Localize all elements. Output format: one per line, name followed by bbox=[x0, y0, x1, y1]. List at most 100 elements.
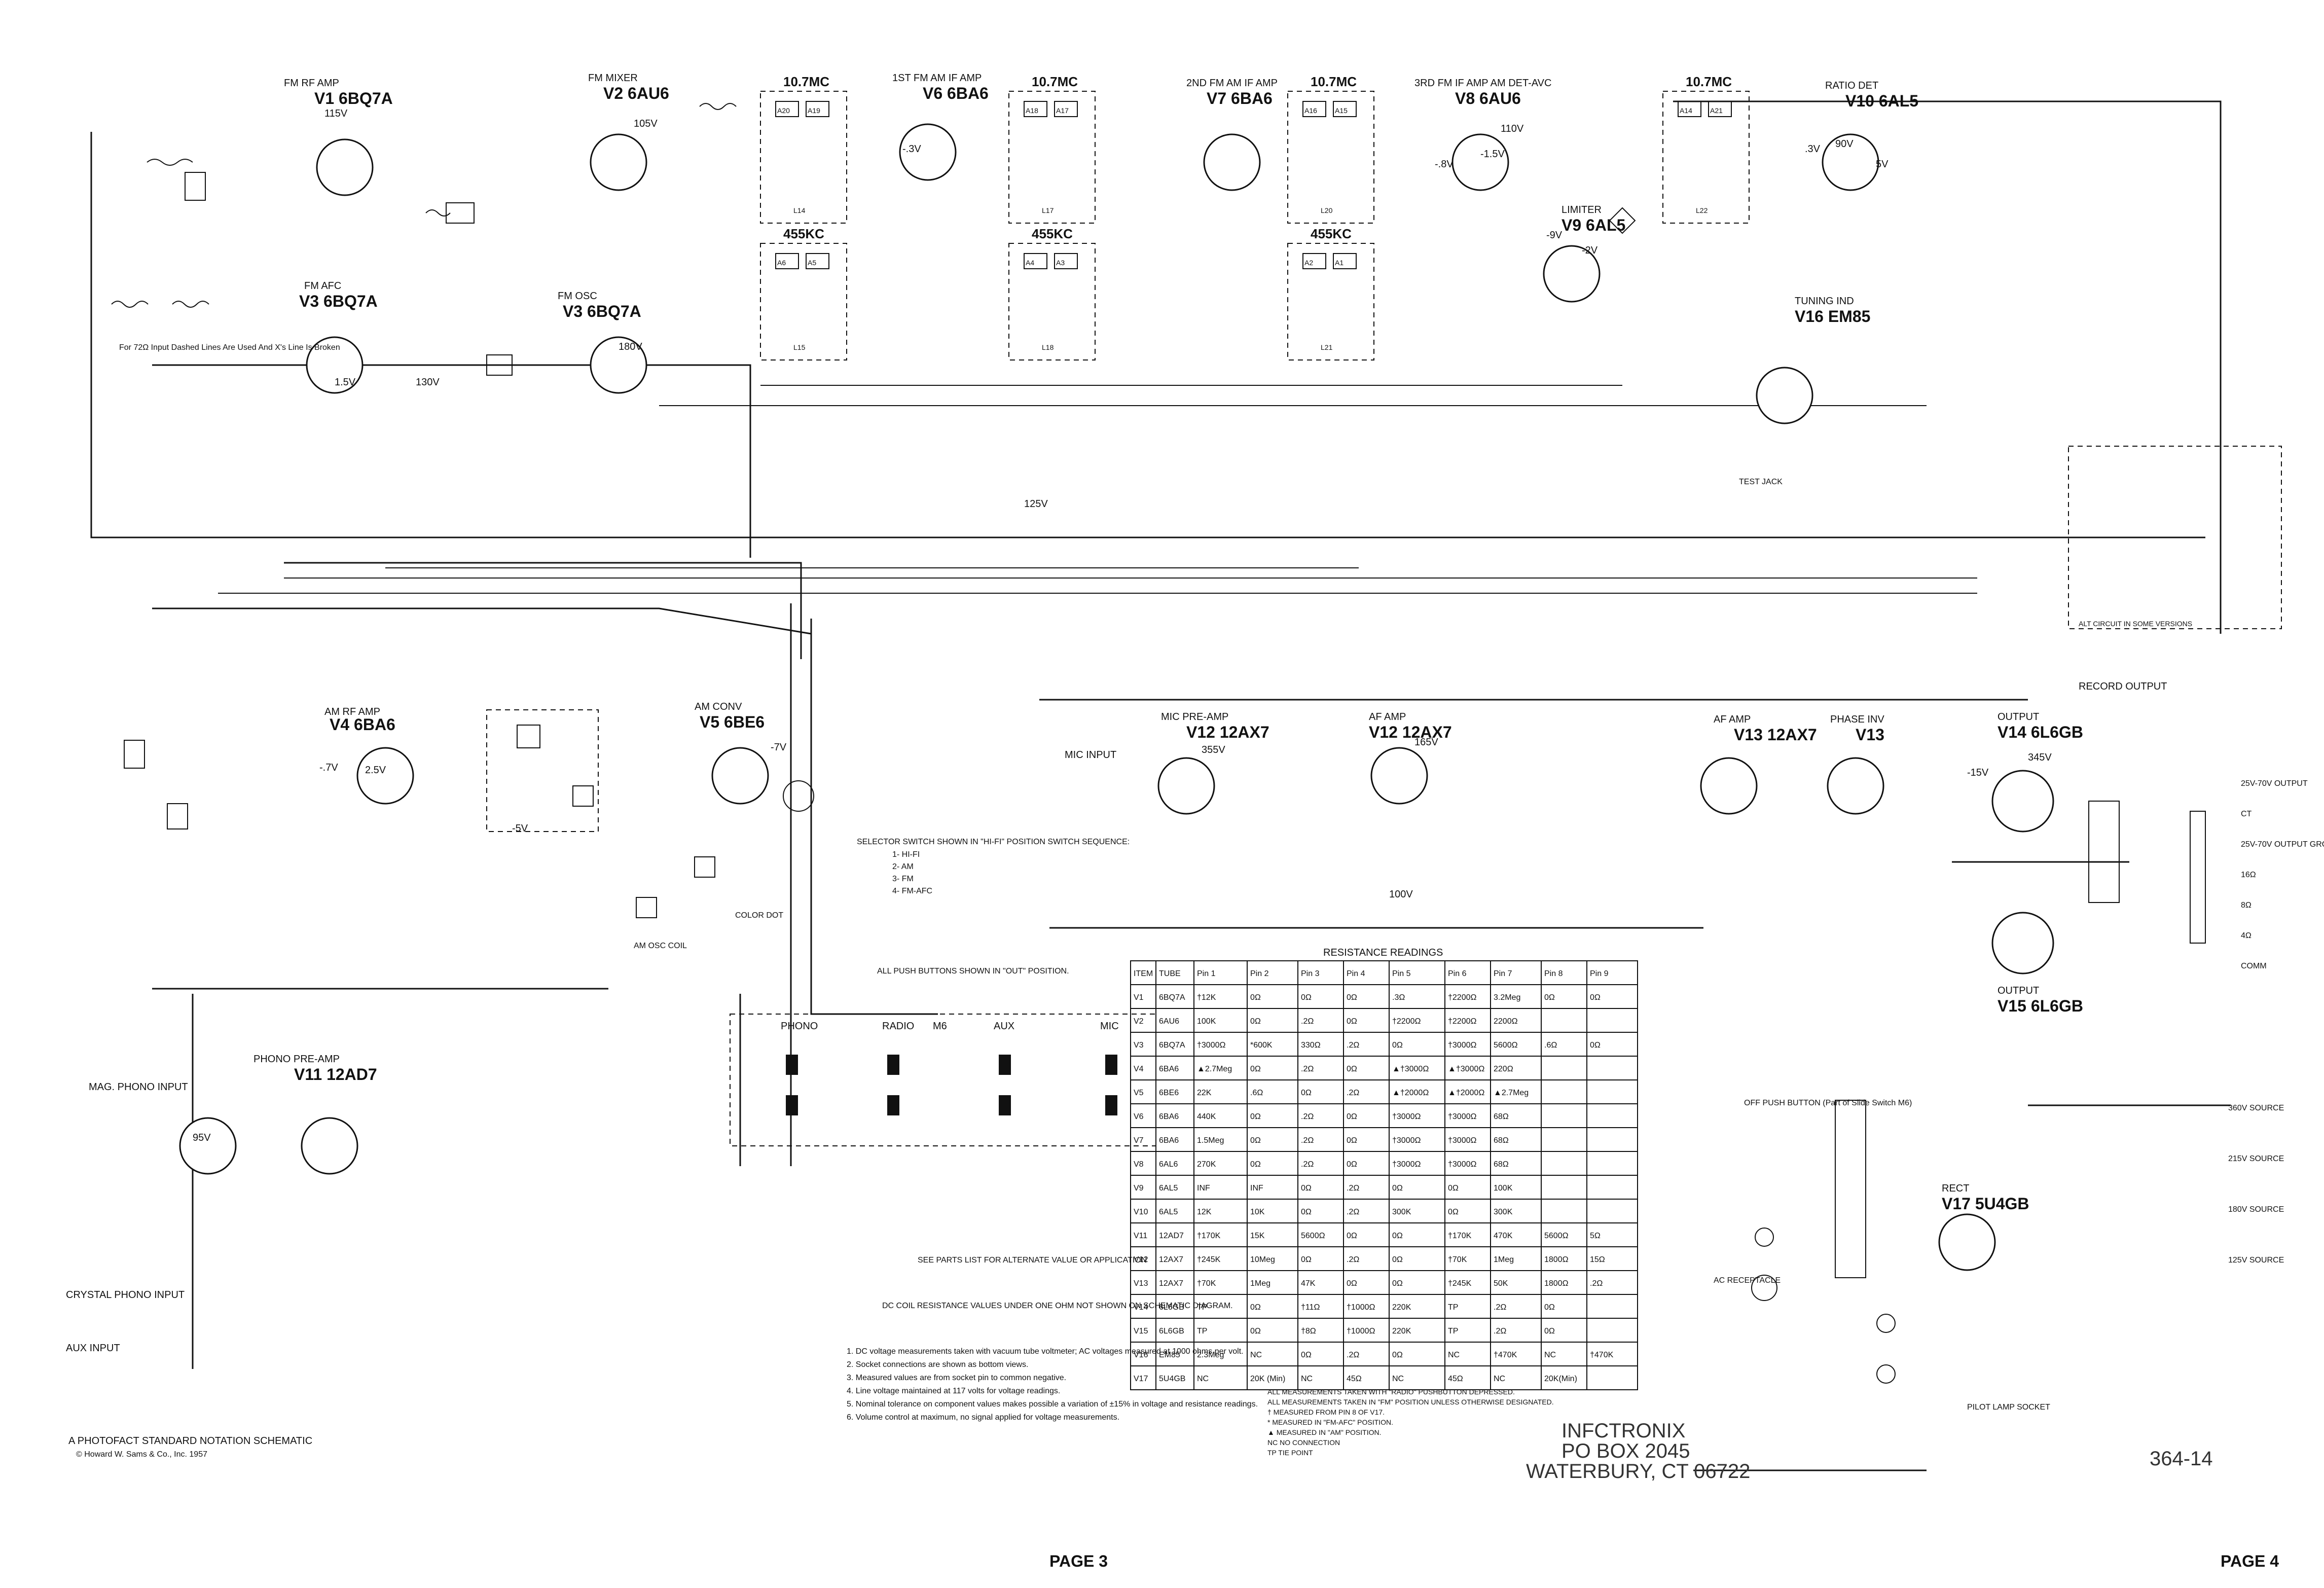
antenna-note: For 72Ω Input Dashed Lines Are Used And … bbox=[119, 343, 340, 352]
coil-l1 bbox=[111, 301, 149, 308]
table-header-cell: Pin 2 bbox=[1250, 969, 1269, 978]
stage-title: MIC PRE-AMP bbox=[1161, 711, 1228, 723]
voltage-label: 180V bbox=[619, 341, 642, 352]
if-can-outline bbox=[760, 91, 847, 224]
table-header-cell: Pin 5 bbox=[1392, 969, 1411, 978]
table-cell: TP bbox=[1448, 1303, 1458, 1312]
if-trimmer bbox=[1708, 101, 1732, 117]
input-label: MIC INPUT bbox=[1065, 749, 1116, 761]
if-trimmer bbox=[806, 253, 829, 269]
table-cell: 300K bbox=[1392, 1208, 1411, 1216]
tube-v5-am-conv bbox=[711, 747, 769, 805]
table-cell: †2200Ω bbox=[1392, 1017, 1421, 1026]
table-cell: 2200Ω bbox=[1494, 1017, 1518, 1026]
tube-v8-3rd-if bbox=[1451, 133, 1509, 191]
table-cell: 0Ω bbox=[1347, 993, 1357, 1002]
voltage-label: -9V bbox=[1546, 230, 1563, 241]
voltage-label: -15V bbox=[1967, 767, 1989, 778]
table-cell: 0Ω bbox=[1448, 1184, 1459, 1193]
stage-tube: V12 12AX7 bbox=[1369, 723, 1452, 741]
table-cell: †470K bbox=[1494, 1351, 1517, 1359]
if-can-freq: 10.7MC bbox=[783, 74, 829, 89]
tube-v17-rectifier bbox=[1938, 1213, 1996, 1271]
table-cell: †170K bbox=[1448, 1232, 1472, 1240]
fm-rf-section bbox=[111, 103, 737, 394]
table-cell: .2Ω bbox=[1590, 1279, 1603, 1288]
table-cell: 2.3Meg bbox=[1197, 1351, 1224, 1359]
stage-tube: V7 6BA6 bbox=[1207, 89, 1273, 107]
table-cell: 440K bbox=[1197, 1112, 1216, 1121]
table-cell: NC bbox=[1301, 1375, 1313, 1383]
pushbutton-label: AUX bbox=[994, 1021, 1014, 1032]
table-cell: 10Meg bbox=[1250, 1255, 1275, 1264]
voltage-label: 5V bbox=[1876, 159, 1889, 170]
stage-title: RECT bbox=[1942, 1183, 1969, 1194]
tube-v4-am-rf bbox=[356, 747, 414, 805]
stage-title: PHASE INV bbox=[1830, 714, 1884, 725]
legend-item: TP TIE POINT bbox=[1267, 1449, 1313, 1457]
table-cell: .6Ω bbox=[1544, 1041, 1557, 1050]
legend-item: ALL MEASUREMENTS TAKEN WITH "RADIO" PUSH… bbox=[1267, 1388, 1515, 1396]
table-cell: 50K bbox=[1494, 1279, 1508, 1288]
table-cell: 6AU6 bbox=[1159, 1017, 1179, 1026]
am-section bbox=[124, 709, 814, 918]
table-cell: †3000Ω bbox=[1448, 1112, 1476, 1121]
table-cell: .2Ω bbox=[1301, 1136, 1314, 1145]
voltage-label: 165V bbox=[1414, 737, 1438, 748]
stage-title: 3RD FM IF AMP AM DET-AVC bbox=[1414, 78, 1551, 89]
legend-item: † MEASURED FROM PIN 8 OF V17. bbox=[1267, 1408, 1385, 1416]
table-cell: 0Ω bbox=[1250, 1017, 1261, 1026]
table-cell: V4 bbox=[1134, 1065, 1144, 1073]
dealer-stamp-line: WATERBURY, CT 06722 bbox=[1526, 1460, 1750, 1483]
stage-title: OUTPUT bbox=[1998, 985, 2039, 996]
table-cell: EM85 bbox=[1159, 1351, 1180, 1359]
table-cell: .2Ω bbox=[1301, 1017, 1314, 1026]
table-cell: 0Ω bbox=[1250, 1136, 1261, 1145]
table-cell: 0Ω bbox=[1301, 1255, 1312, 1264]
table-cell: .2Ω bbox=[1301, 1160, 1314, 1169]
if-can-trimmer-b: A3 bbox=[1056, 259, 1065, 267]
table-cell: .2Ω bbox=[1347, 1089, 1359, 1097]
pushbutton-note: ALL PUSH BUTTONS SHOWN IN "OUT" POSITION… bbox=[877, 967, 1069, 976]
output-label: CT bbox=[2241, 810, 2252, 818]
output-label: COMM bbox=[2241, 962, 2267, 970]
table-cell: 20K (Min) bbox=[1250, 1375, 1285, 1383]
tube-v13a-af-amp bbox=[1700, 757, 1758, 815]
table-header-cell: Pin 4 bbox=[1347, 969, 1365, 978]
table-cell: †3000Ω bbox=[1197, 1041, 1225, 1050]
if-can-trimmer-b: A21 bbox=[1710, 106, 1723, 115]
table-cell: NC bbox=[1250, 1351, 1262, 1359]
table-cell: †2200Ω bbox=[1448, 993, 1476, 1002]
if-can-trimmer-b: A17 bbox=[1056, 106, 1069, 115]
coil-l6 bbox=[425, 209, 451, 216]
table-cell: 100K bbox=[1494, 1184, 1513, 1193]
voltage-label: -5V bbox=[512, 823, 528, 834]
table-cell: ▲†2000Ω bbox=[1392, 1089, 1429, 1097]
table-cell: .2Ω bbox=[1494, 1303, 1506, 1312]
table-cell: 100K bbox=[1197, 1017, 1216, 1026]
tube-v14-output bbox=[1991, 770, 2054, 833]
if-can-trimmer-a: A6 bbox=[777, 259, 786, 267]
stage-title: RATIO DET bbox=[1825, 80, 1878, 91]
if-can-coil: L20 bbox=[1321, 206, 1333, 214]
power-supply bbox=[1751, 1100, 1996, 1384]
table-cell: †70K bbox=[1197, 1279, 1216, 1288]
output-transformer-t2 bbox=[2088, 801, 2120, 903]
output-label: 4Ω bbox=[2241, 931, 2252, 940]
table-cell: 1800Ω bbox=[1544, 1279, 1569, 1288]
table-cell: TP bbox=[1197, 1327, 1207, 1336]
voltage-label: -.3V bbox=[902, 143, 921, 155]
stage-tube: V2 6AU6 bbox=[603, 84, 669, 102]
table-cell: 0Ω bbox=[1250, 1160, 1261, 1169]
if-can-trimmer-a: A16 bbox=[1304, 106, 1317, 115]
pushbutton-label: RADIO bbox=[882, 1021, 914, 1032]
voltage-label: -.7V bbox=[319, 762, 338, 773]
tube-v2-fm-mixer bbox=[590, 133, 647, 191]
tube-v6-1st-if bbox=[899, 123, 957, 181]
table-cell: †245K bbox=[1448, 1279, 1472, 1288]
legend-item: * MEASURED IN "FM-AFC" POSITION. bbox=[1267, 1418, 1393, 1426]
table-cell: †3000Ω bbox=[1392, 1112, 1421, 1121]
if-can-coil: L17 bbox=[1042, 206, 1054, 214]
if-can-freq: 10.7MC bbox=[1311, 74, 1357, 89]
